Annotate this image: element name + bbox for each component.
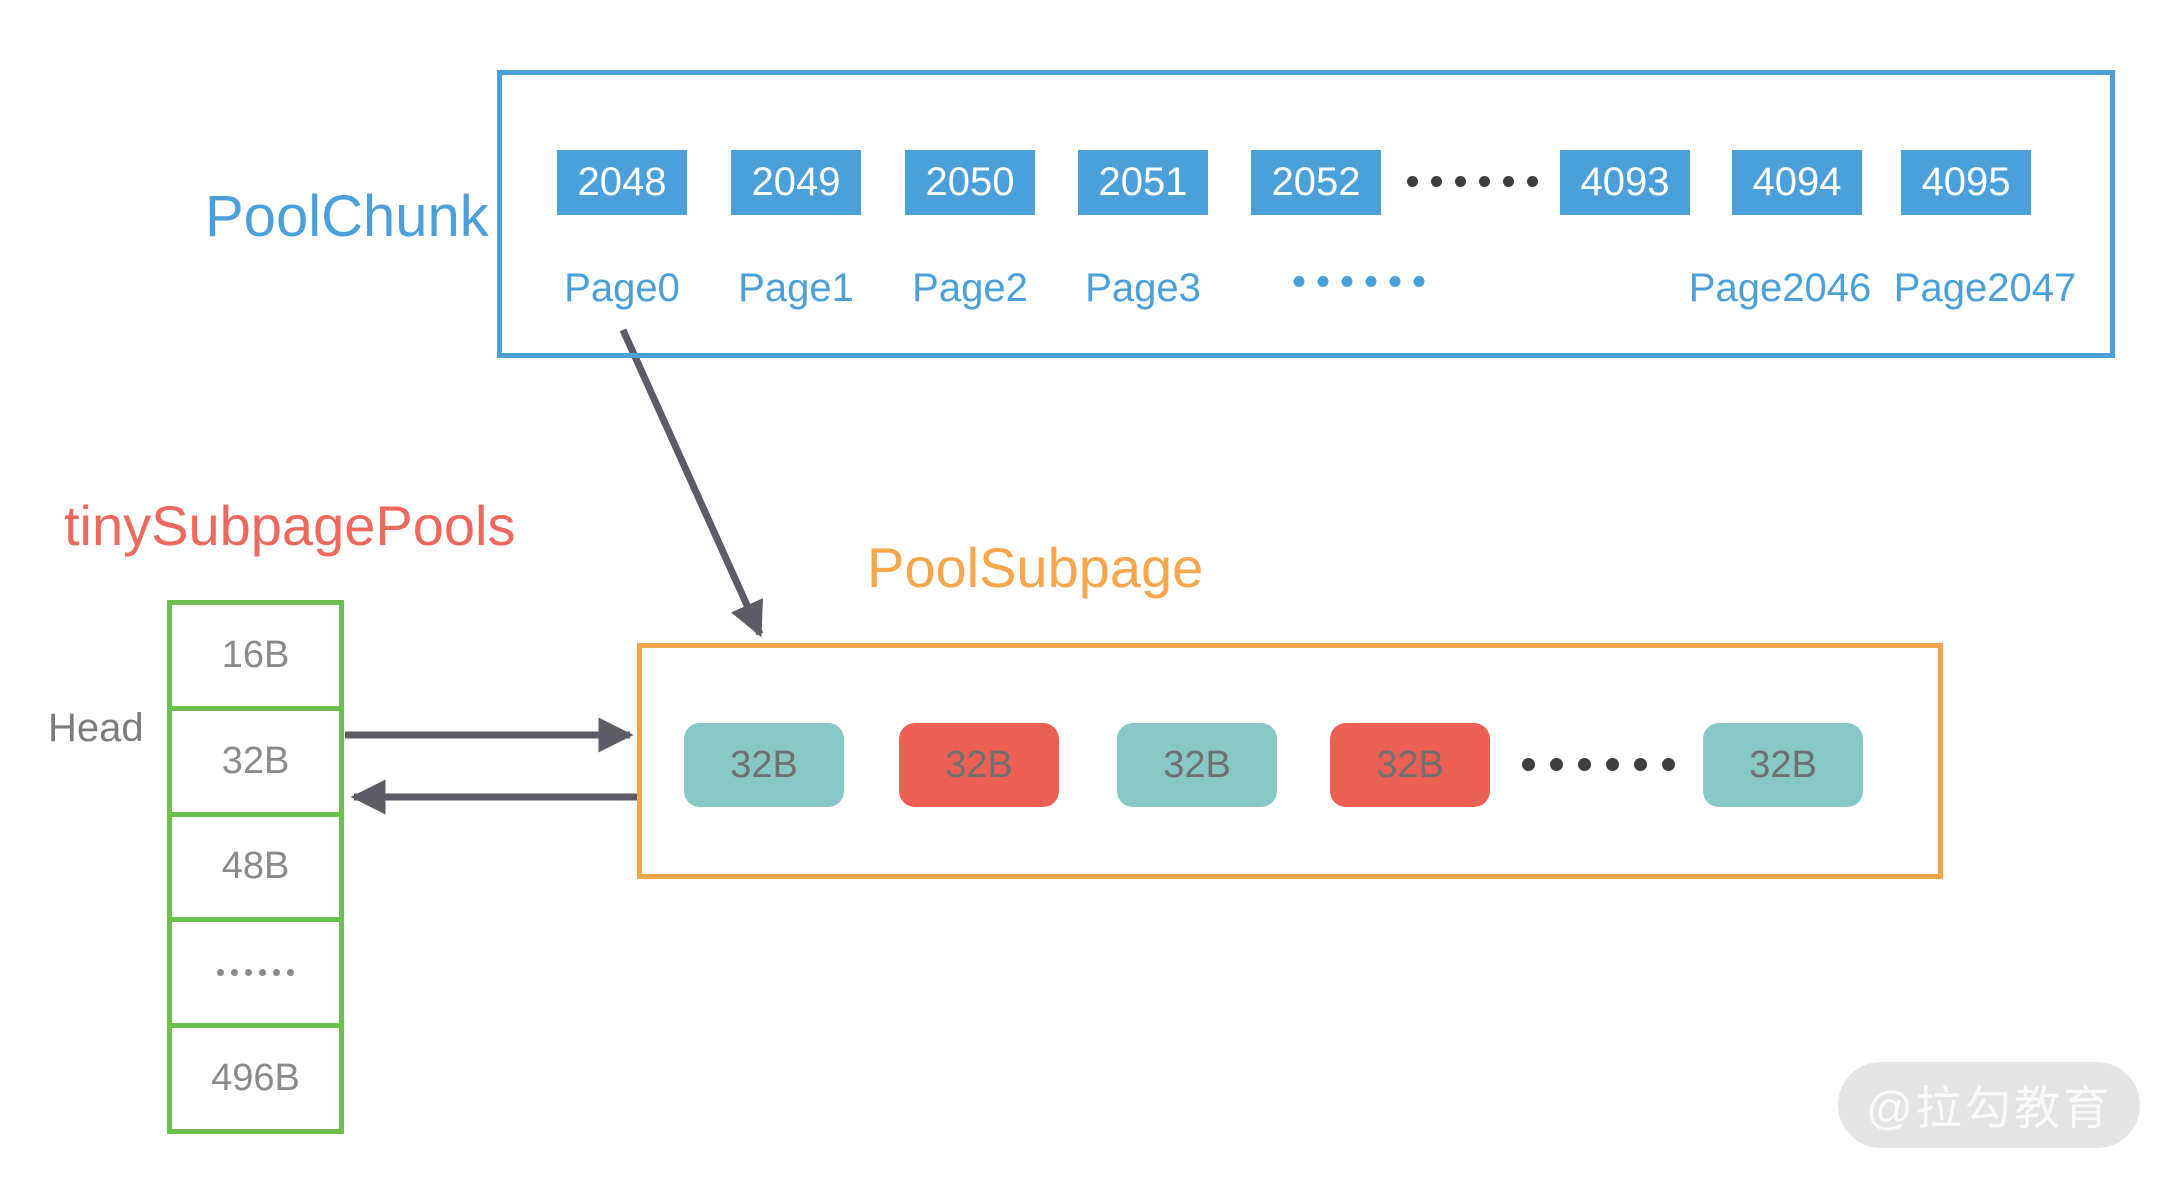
- watermark-badge: @拉勾教育: [1838, 1062, 2140, 1148]
- poolsubpage-cell-used: 32B: [1330, 723, 1490, 807]
- tiny-pool-row: 496B: [211, 1057, 300, 1100]
- dot: [1522, 758, 1535, 771]
- poolchunk-cell: 4093: [1560, 150, 1690, 215]
- poolsubpage-box: 32B 32B 32B 32B 32B: [637, 643, 1943, 879]
- watermark-text: @拉勾教育: [1866, 1082, 2112, 1134]
- dot: [217, 969, 224, 977]
- page-label: Page1: [738, 266, 854, 310]
- dot: [231, 969, 238, 977]
- page-label: Page0: [564, 266, 680, 310]
- poolchunk-cell: 4094: [1732, 150, 1862, 215]
- dot: [287, 969, 294, 977]
- dot: [1662, 758, 1675, 771]
- poolsubpage-ellipsis-dots: [1522, 758, 1675, 771]
- page-label: Page2047: [1893, 266, 2077, 310]
- arrow-page0-to-poolsubpage: [619, 328, 764, 638]
- dot: [1634, 758, 1647, 771]
- poolchunk-ellipsis-dots: [1407, 176, 1538, 187]
- page-ellipsis-dots: [1293, 276, 1425, 287]
- poolsubpage-title: PoolSubpage: [867, 536, 1204, 599]
- tiny-pool-row: [172, 922, 339, 1029]
- dot: [273, 969, 280, 977]
- poolchunk-title: PoolChunk: [205, 184, 489, 249]
- dot: [1578, 758, 1591, 771]
- dot: [1606, 758, 1619, 771]
- dot: [1413, 276, 1425, 287]
- dot: [1341, 276, 1353, 287]
- poolsubpage-cell-free: 32B: [1703, 723, 1863, 807]
- page-label: Page2: [912, 266, 1028, 310]
- page-label: Page2046: [1688, 266, 1872, 310]
- dot: [1455, 176, 1466, 187]
- tiny-subpage-pools-title: tinySubpagePools: [64, 494, 516, 557]
- dot: [1503, 176, 1514, 187]
- dot: [1550, 758, 1563, 771]
- poolsubpage-cell-free: 32B: [1117, 723, 1277, 807]
- poolchunk-cell: 2049: [731, 150, 861, 215]
- dot: [1431, 176, 1442, 187]
- page-label: Page3: [1085, 266, 1201, 310]
- tiny-pool-row: 48B: [172, 817, 339, 923]
- poolchunk-cell: 2051: [1078, 150, 1208, 215]
- poolsubpage-cell-used: 32B: [899, 723, 1059, 807]
- dot: [1365, 276, 1377, 287]
- poolchunk-cell: 2052: [1251, 150, 1381, 215]
- dot: [1293, 276, 1305, 287]
- tiny-pool-row: 32B: [172, 711, 339, 817]
- dot: [1527, 176, 1538, 187]
- tiny-pool-row: 16B: [172, 605, 339, 711]
- dot: [1479, 176, 1490, 187]
- poolchunk-cell: 4095: [1901, 150, 2031, 215]
- poolsubpage-cell-free: 32B: [684, 723, 844, 807]
- dot: [1317, 276, 1329, 287]
- poolchunk-cell: 2048: [557, 150, 687, 215]
- tiny-pool-ellipsis-dots: [217, 969, 294, 977]
- dot: [259, 969, 266, 977]
- head-label: Head: [48, 706, 144, 750]
- dot: [245, 969, 252, 977]
- dot: [1389, 276, 1401, 287]
- dot: [1407, 176, 1418, 187]
- poolchunk-cell: 2050: [905, 150, 1035, 215]
